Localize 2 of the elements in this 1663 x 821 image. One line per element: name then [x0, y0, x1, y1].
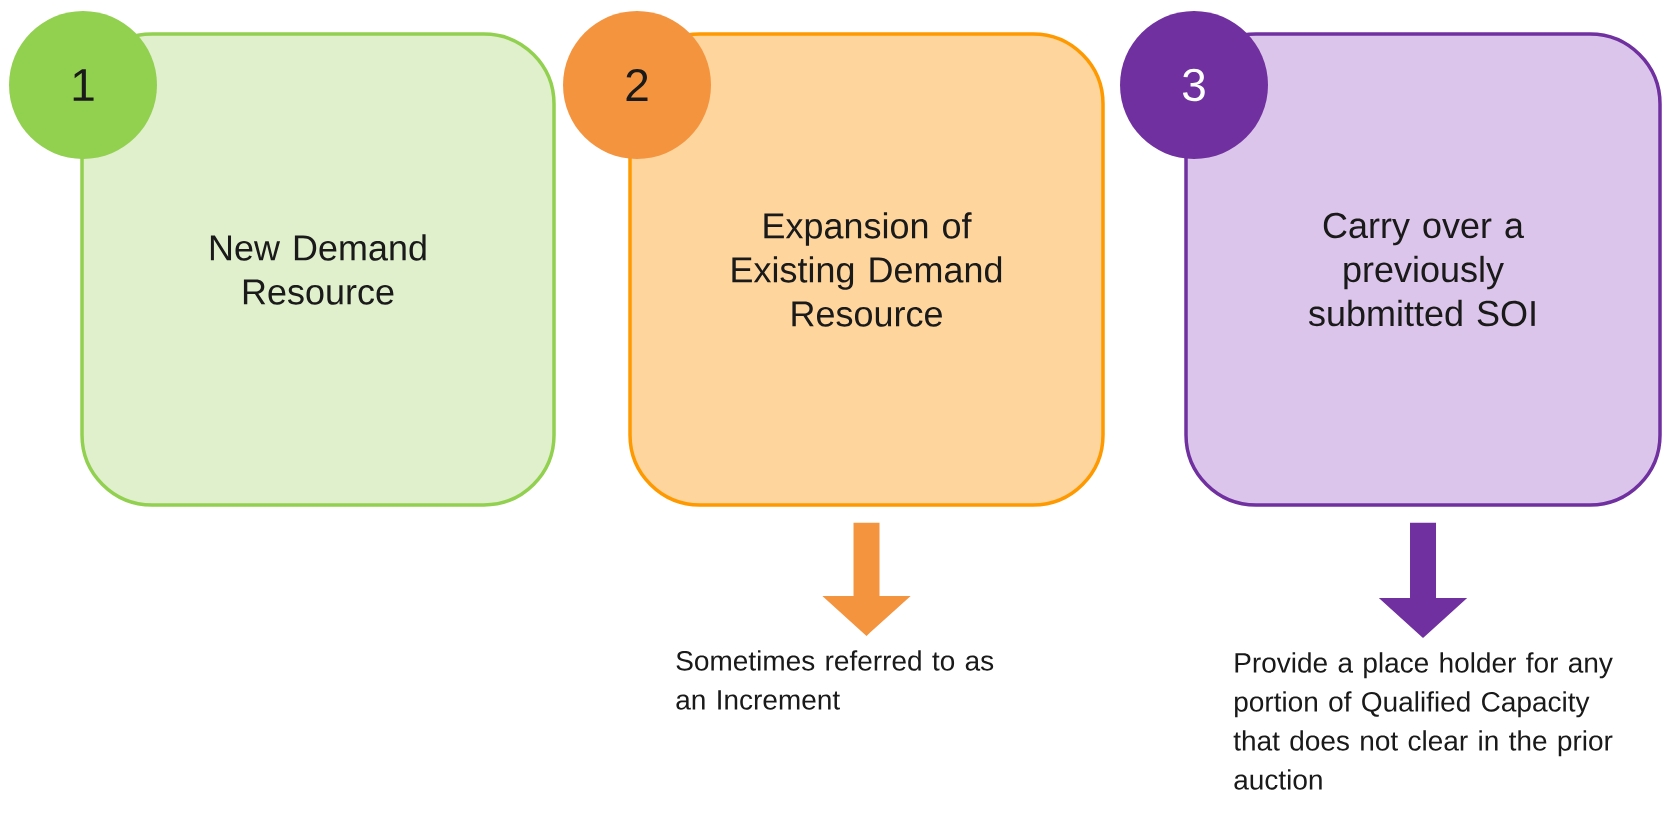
note-text: Provide a place holder for any portion of Qualified Capacity that does not clear in the prior auction — [1233, 652, 1613, 790]
note-text: Sometimes referred to as an Increment — [676, 650, 994, 710]
